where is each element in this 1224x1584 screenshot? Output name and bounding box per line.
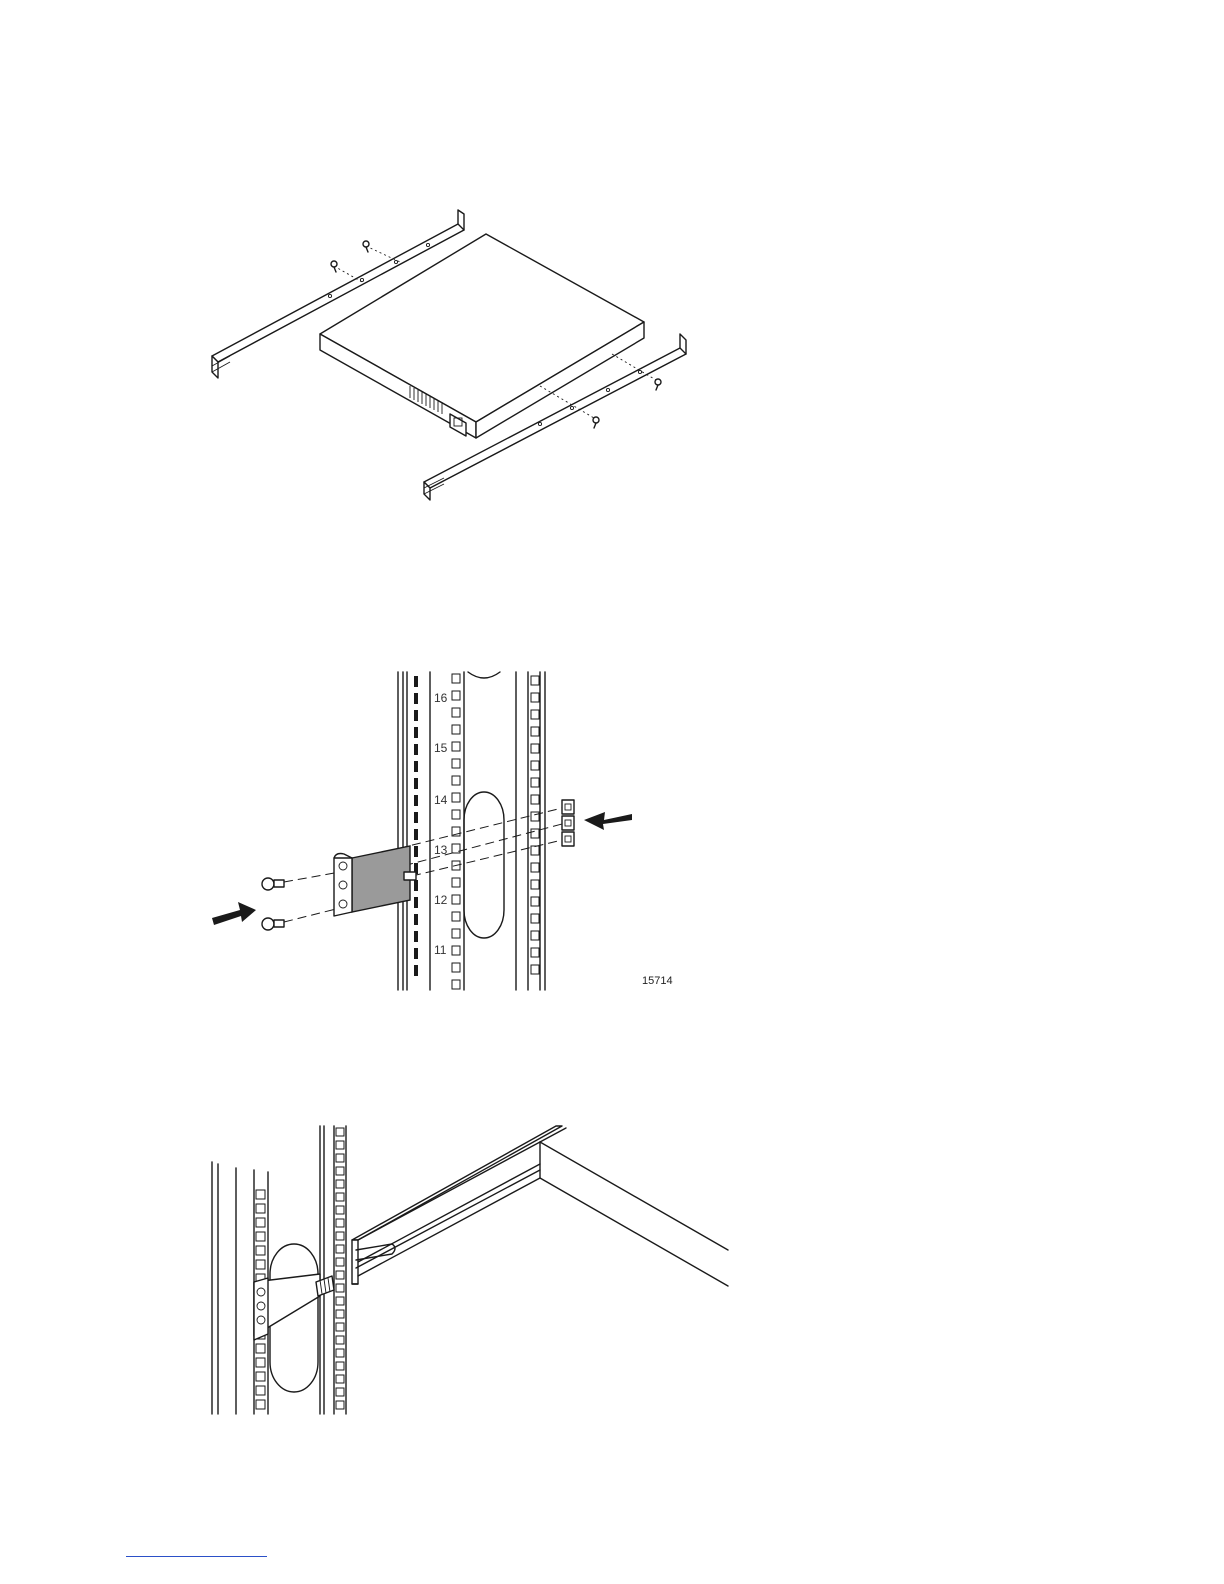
rack-hole (256, 1260, 265, 1269)
rack-hole (336, 1271, 344, 1279)
rack-hole (256, 1246, 265, 1255)
rack-hole (336, 1219, 344, 1227)
rack-hole (336, 1401, 344, 1409)
rack-hole (336, 1128, 344, 1136)
rack-hole (256, 1372, 265, 1381)
rack-hole (336, 1180, 344, 1188)
rack-hole (336, 1388, 344, 1396)
rack-hole (256, 1204, 265, 1213)
rack-hole (336, 1154, 344, 1162)
rack-hole (336, 1297, 344, 1305)
rack-hole (256, 1358, 265, 1367)
rack-hole (336, 1193, 344, 1201)
rack-hole (256, 1386, 265, 1395)
rack-hole (336, 1362, 344, 1370)
rack-hole (256, 1190, 265, 1199)
rack-hole (256, 1400, 265, 1409)
rack-holes-column-outer (336, 1128, 344, 1409)
rack-hole (336, 1232, 344, 1240)
rack-hole (336, 1258, 344, 1266)
rack-post-rear (212, 1126, 346, 1414)
rack-hole (336, 1206, 344, 1214)
slide-rail (352, 1126, 562, 1284)
rack-hole (336, 1167, 344, 1175)
rack-hole (256, 1344, 265, 1353)
rack-hole (336, 1336, 344, 1344)
rack-hole (336, 1284, 344, 1292)
footer-rule (126, 1556, 267, 1557)
rack-hole (256, 1232, 265, 1241)
rack-hole (336, 1141, 344, 1149)
mounting-bracket (254, 1274, 334, 1340)
rack-hole (256, 1218, 265, 1227)
rack-hole (336, 1310, 344, 1318)
rack-hole (336, 1349, 344, 1357)
rack-hole (336, 1323, 344, 1331)
rack-hole (336, 1375, 344, 1383)
rack-hole (336, 1245, 344, 1253)
